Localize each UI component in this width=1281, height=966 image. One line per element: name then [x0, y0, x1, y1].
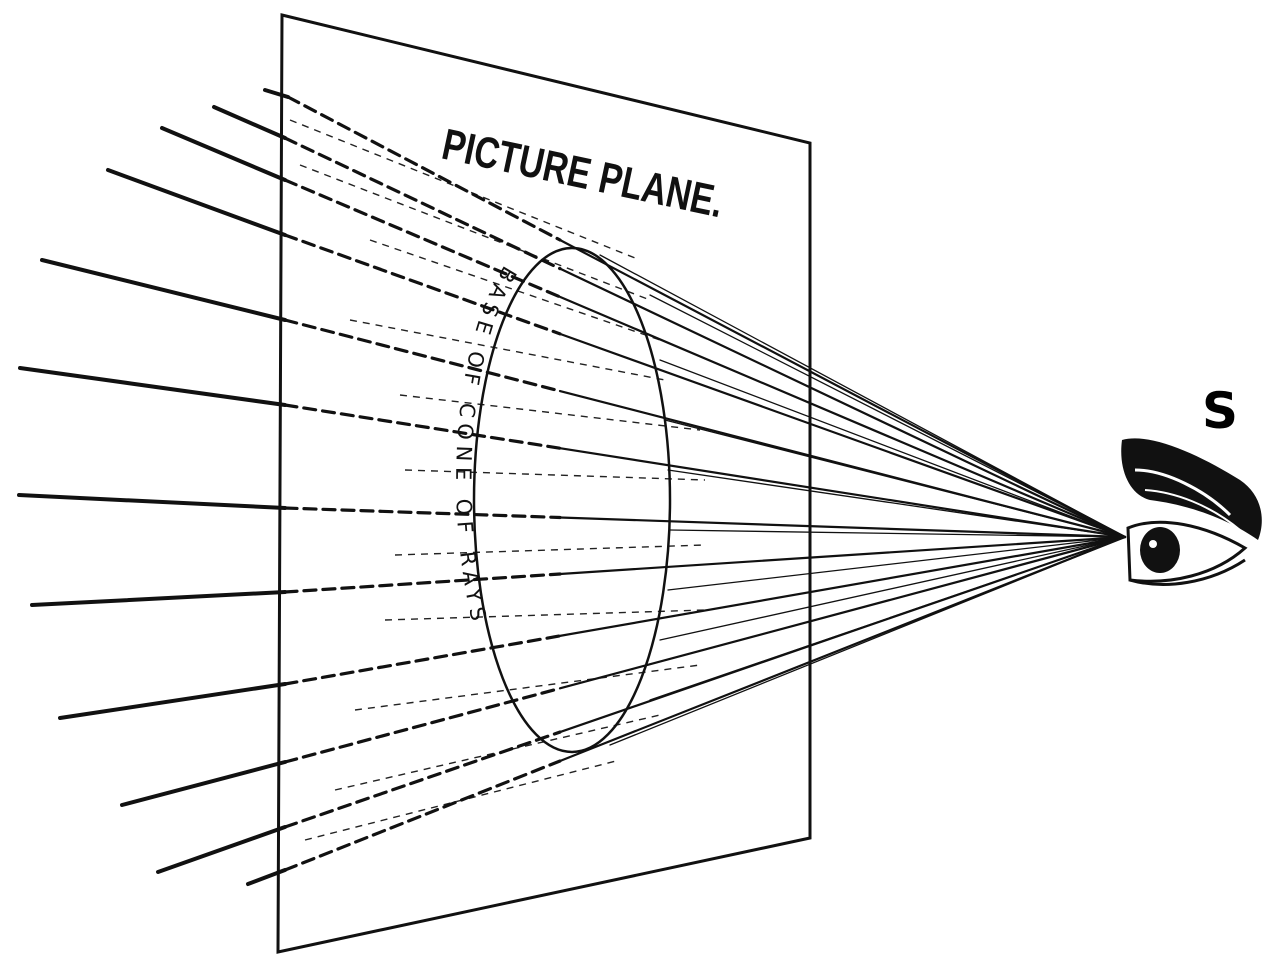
picture-plane-title: PICTURE PLANE.: [438, 120, 728, 227]
ray-converging-6: [558, 516, 1127, 539]
ray-fine-1: [649, 294, 1126, 538]
ray-converging-0: [558, 238, 1127, 539]
ray-converging-1: [558, 267, 1127, 539]
back-rays-group: [283, 95, 562, 872]
ray-hidden-5: [404, 469, 706, 481]
ray-hidden-3: [349, 319, 666, 381]
ray-outer-8: [58, 682, 287, 720]
ray-dashed-11: [283, 759, 562, 872]
ray-converging-8: [558, 535, 1127, 637]
ray-fine-5: [669, 529, 1126, 538]
ray-outer-2: [160, 126, 287, 182]
ray-outer-7: [30, 590, 287, 607]
ray-converging-11: [558, 535, 1127, 763]
ray-outer-0: [263, 88, 290, 99]
ray-dashed-2: [283, 178, 562, 299]
ray-dashed-4: [283, 318, 562, 393]
ray-dashed-8: [283, 634, 562, 686]
ray-hidden-9: [334, 714, 661, 791]
ray-fine-8: [649, 536, 1126, 701]
ray-dashed-10: [283, 730, 562, 829]
ray-fine-7: [659, 536, 1126, 641]
ray-dashed-1: [283, 136, 562, 271]
ray-hidden-1: [299, 164, 651, 301]
ray-outer-10: [156, 825, 287, 874]
ray-dashed-7: [283, 572, 562, 594]
picture-plane: [276, 13, 812, 954]
ray-outer-6: [17, 493, 287, 510]
front-rays-group: [17, 88, 1127, 886]
base-of-cone-ellipse: [472, 246, 672, 754]
ray-fine-0: [599, 254, 1126, 538]
ray-outer-11: [246, 868, 287, 886]
ray-fine-2: [659, 359, 1126, 538]
ray-dashed-9: [283, 686, 562, 764]
ray-hidden-8: [354, 664, 701, 711]
ray-outer-1: [212, 105, 287, 140]
ray-hidden-4: [399, 394, 701, 431]
ray-dashed-6: [283, 506, 562, 520]
ray-outer-4: [40, 258, 287, 322]
eye-icon: [1121, 438, 1262, 586]
ray-converging-5: [558, 447, 1127, 539]
ray-fine-9: [609, 536, 1126, 746]
ray-fine-3: [664, 419, 1126, 538]
ray-outer-9: [120, 760, 287, 807]
ray-hidden-6: [394, 544, 706, 556]
ray-converging-3: [558, 332, 1127, 539]
ray-dashed-5: [283, 403, 562, 450]
ray-fine-4: [667, 469, 1126, 538]
ray-converging-9: [558, 535, 1127, 690]
ray-fine-6: [667, 536, 1126, 591]
ray-dashed-0: [286, 95, 562, 242]
ray-hidden-2: [369, 239, 661, 341]
ray-dashed-3: [283, 233, 562, 336]
ray-outer-3: [106, 168, 287, 237]
station-point-label: S: [1202, 382, 1238, 440]
ray-outer-5: [18, 366, 287, 407]
ray-converging-2: [558, 295, 1127, 539]
ray-converging-7: [558, 535, 1127, 576]
ray-hidden-7: [384, 609, 706, 621]
